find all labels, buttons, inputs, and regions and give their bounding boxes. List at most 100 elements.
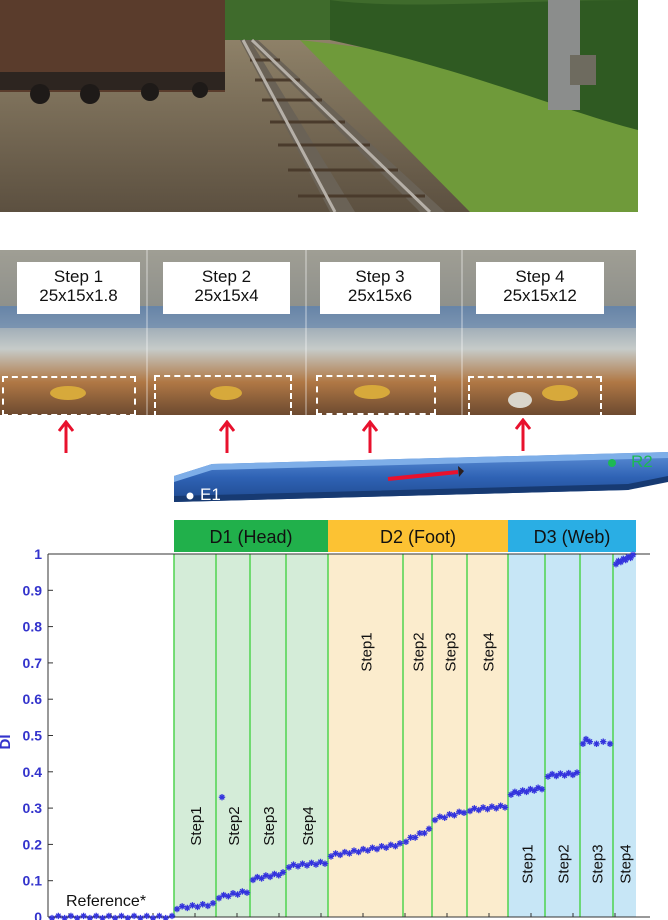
- data-point: [421, 829, 428, 837]
- data-point: [412, 834, 419, 841]
- data-point: [612, 560, 620, 568]
- defect-box-step-3: [316, 375, 436, 415]
- data-point: [557, 770, 564, 777]
- data-point: [209, 900, 217, 907]
- data-point: [48, 914, 56, 920]
- data-point: [105, 912, 113, 920]
- data-point: [553, 772, 560, 780]
- data-point: [569, 771, 577, 779]
- data-point: [199, 901, 206, 908]
- data-point: [396, 840, 404, 847]
- arrow-up-icon: [219, 420, 235, 453]
- data-point: [168, 912, 176, 920]
- data-point: [586, 738, 593, 745]
- data-point: [497, 802, 504, 809]
- data-point: [582, 735, 590, 743]
- data-point: [341, 848, 348, 856]
- direction-arrow-line: [387, 470, 459, 481]
- y-tick-label: 0.3: [23, 800, 43, 816]
- data-point: [312, 861, 320, 868]
- data-point: [239, 888, 246, 895]
- data-point: [149, 914, 157, 920]
- data-point: [402, 838, 410, 846]
- arrow-up-icon: [362, 420, 378, 453]
- data-point: [303, 862, 311, 869]
- region-header-label-2: D2 (Foot): [380, 527, 456, 547]
- data-point: [627, 554, 634, 562]
- data-point: [55, 912, 62, 920]
- data-point: [346, 850, 353, 857]
- data-point: [294, 863, 302, 870]
- y-tick-label: 0.9: [23, 582, 43, 598]
- data-point: [511, 788, 519, 796]
- data-point: [484, 805, 491, 813]
- data-point: [544, 773, 552, 780]
- data-point: [378, 843, 385, 850]
- data-point: [111, 914, 119, 920]
- data-point: [249, 876, 257, 884]
- step-label-rotated: Step1: [359, 632, 376, 671]
- data-point: [360, 845, 367, 853]
- data-point: [466, 807, 474, 815]
- step-1-label: Step 1 25x15x1.8: [17, 262, 140, 314]
- step-label-rotated: Step3: [590, 844, 607, 883]
- data-point: [178, 903, 186, 910]
- data-point: [606, 740, 614, 748]
- data-point: [234, 891, 241, 898]
- region-header-label-3: D3 (Web): [534, 527, 611, 547]
- data-point: [137, 914, 144, 920]
- y-tick-label: 1: [34, 546, 42, 562]
- beam-start-label: E1: [200, 485, 221, 504]
- data-point: [275, 872, 282, 879]
- data-point: [565, 769, 572, 777]
- data-point: [308, 859, 315, 867]
- data-point: [373, 845, 381, 853]
- step-3-name: Step 3: [355, 267, 405, 286]
- y-tick-label: 0.1: [23, 873, 43, 889]
- defect-box-step-4: [468, 376, 602, 418]
- data-point: [285, 864, 293, 871]
- data-point: [262, 872, 270, 879]
- data-point: [629, 551, 637, 558]
- y-tick-label: 0.5: [23, 728, 43, 744]
- data-point: [118, 912, 125, 920]
- step-1-size: 25x15x1.8: [39, 286, 118, 305]
- data-point: [455, 808, 463, 816]
- data-point: [99, 914, 106, 920]
- region-header-label-1: D1 (Head): [209, 527, 292, 547]
- step-label-rotated: Step1: [188, 806, 205, 845]
- step-3-size: 25x15x6: [347, 286, 413, 305]
- data-point: [327, 853, 335, 860]
- step-4-size: 25x15x12: [503, 286, 577, 305]
- data-point: [67, 912, 75, 920]
- data-point: [600, 738, 607, 745]
- data-point: [392, 843, 399, 850]
- data-point: [194, 903, 201, 911]
- region-band-3: [508, 554, 636, 917]
- data-point: [446, 811, 453, 818]
- data-point: [350, 847, 358, 854]
- data-point: [531, 787, 538, 794]
- data-point: [86, 914, 94, 920]
- data-point: [204, 902, 212, 910]
- data-point: [364, 847, 371, 854]
- data-point: [507, 791, 515, 798]
- data-point: [488, 803, 496, 810]
- data-point: [622, 556, 629, 564]
- data-point: [225, 893, 232, 900]
- data-point: [74, 914, 81, 920]
- step-2-name: Step 2: [201, 267, 252, 286]
- data-point: [258, 875, 265, 882]
- data-point: [317, 858, 324, 866]
- arrow-up-icon: [58, 420, 74, 453]
- step-3-label: Step 3 25x15x6: [320, 262, 440, 314]
- data-point: [369, 844, 376, 851]
- region-band-2: [328, 554, 508, 917]
- data-point: [189, 902, 196, 909]
- data-point: [218, 794, 226, 801]
- data-point: [538, 786, 546, 793]
- data-point: [515, 790, 522, 797]
- data-point: [266, 873, 274, 881]
- region-band-1: [174, 554, 328, 917]
- step-label-rotated: Step3: [261, 806, 278, 845]
